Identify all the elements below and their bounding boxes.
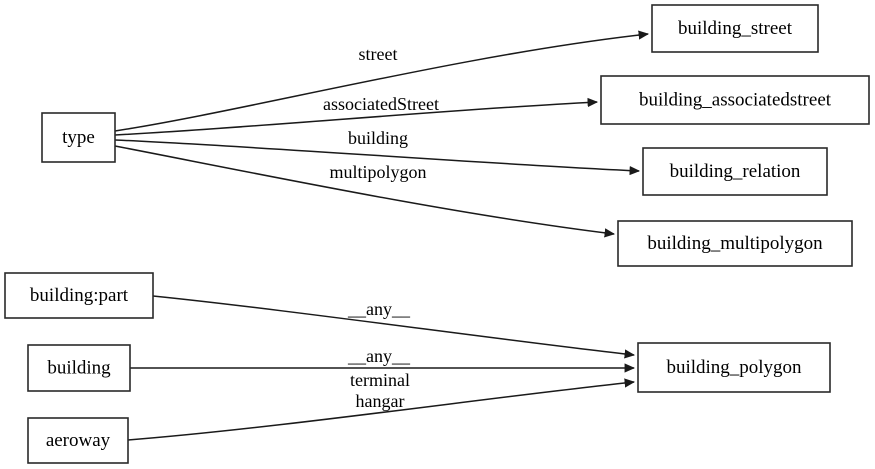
node-type-label: type <box>62 127 95 148</box>
node-building[interactable]: building <box>27 344 131 392</box>
node-building_polygon-label: building_polygon <box>666 357 802 378</box>
node-building_street[interactable]: building_street <box>651 4 819 53</box>
node-aeroway[interactable]: aeroway <box>27 417 129 464</box>
nodes-layer: type building_street building_associated… <box>4 4 870 464</box>
node-aeroway-box[interactable] <box>27 417 129 464</box>
node-building_part-label: building:part <box>30 285 129 306</box>
node-aeroway-label: aeroway <box>46 430 111 451</box>
node-building_street-label: building_street <box>678 18 793 39</box>
node-building_multipolygon-box[interactable] <box>617 220 853 267</box>
node-building_part[interactable]: building:part <box>4 272 154 319</box>
edge-label-any-building: __any__ <box>347 346 411 366</box>
node-type[interactable]: type <box>41 112 116 163</box>
edge-labels-layer: street associatedStreet building multipo… <box>323 44 439 411</box>
edge-building_part-building_polygon[interactable] <box>152 295 636 359</box>
node-building_polygon-box[interactable] <box>637 342 831 393</box>
node-building_multipolygon-label: building_multipolygon <box>647 233 823 254</box>
node-building-box[interactable] <box>27 344 131 392</box>
edge-label-terminal: terminal <box>350 370 410 390</box>
edges-layer <box>114 30 650 441</box>
node-building_multipolygon[interactable]: building_multipolygon <box>617 220 853 267</box>
node-building_associatedstreet-box[interactable] <box>600 75 870 125</box>
edge-label-building: building <box>348 128 408 148</box>
node-building-label: building <box>47 357 111 378</box>
node-building_associatedstreet[interactable]: building_associatedstreet <box>600 75 870 125</box>
node-building_street-box[interactable] <box>651 4 819 53</box>
edge-type-building_multipolygon[interactable] <box>114 145 616 238</box>
node-building_relation-box[interactable] <box>642 147 828 196</box>
edge-label-street: street <box>359 44 398 64</box>
edge-label-hangar: hangar <box>356 391 405 411</box>
edge-label-multipolygon: multipolygon <box>329 162 426 182</box>
edge-label-any-part: __any__ <box>347 299 411 319</box>
edge-label-associatedstreet: associatedStreet <box>323 94 439 114</box>
edge-type-building_street[interactable] <box>114 30 650 132</box>
node-building_polygon[interactable]: building_polygon <box>637 342 831 393</box>
node-building_part-box[interactable] <box>4 272 154 319</box>
edge-type-building_relation[interactable] <box>114 139 641 176</box>
node-building_relation-label: building_relation <box>670 161 801 182</box>
edge-type-building_associatedstreet[interactable] <box>114 97 599 136</box>
edge-aeroway-building_polygon[interactable] <box>127 378 636 441</box>
node-building_relation[interactable]: building_relation <box>642 147 828 196</box>
node-building_associatedstreet-label: building_associatedstreet <box>639 89 832 110</box>
node-type-box[interactable] <box>41 112 116 163</box>
